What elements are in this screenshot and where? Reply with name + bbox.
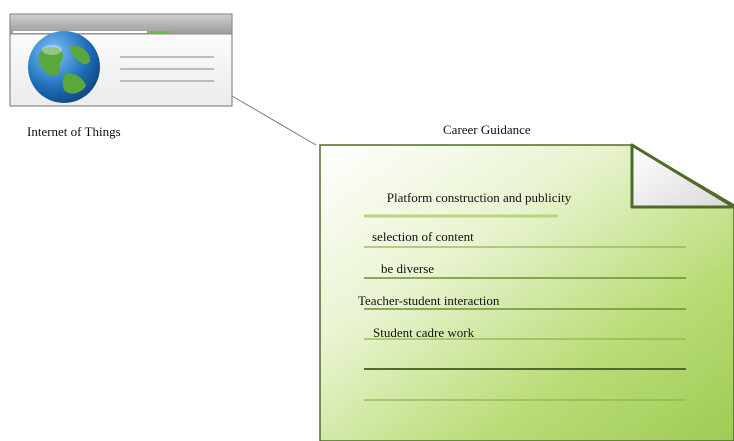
doc-item-diverse: be diverse xyxy=(381,261,435,276)
window-title-bar xyxy=(9,13,233,35)
document-title: Career Guidance xyxy=(443,122,531,137)
document-shape xyxy=(319,143,734,441)
globe-icon xyxy=(28,31,100,103)
browser-window-icon xyxy=(9,13,233,107)
doc-item-interaction: Teacher-student interaction xyxy=(358,293,500,308)
address-bar-line xyxy=(13,31,163,33)
doc-item-cadre: Student cadre work xyxy=(373,325,475,340)
internet-of-things-label: Internet of Things xyxy=(27,124,121,139)
doc-item-platform: Platform construction and publicity xyxy=(386,190,572,205)
doc-item-selection: selection of content xyxy=(372,229,474,244)
document-body xyxy=(319,144,734,441)
connector-line xyxy=(231,95,317,146)
document-fold xyxy=(630,143,734,209)
address-bar-accent xyxy=(147,31,171,33)
